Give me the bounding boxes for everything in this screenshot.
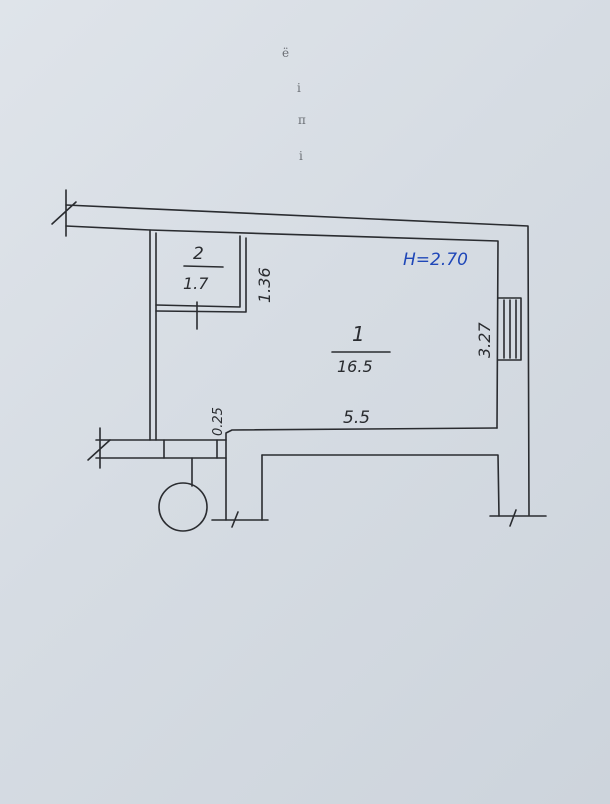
margin-mark: і	[297, 81, 301, 95]
inner-wall-line	[65, 225, 499, 429]
margin-mark: п	[298, 113, 306, 127]
bathroom-wall-inner	[155, 237, 247, 313]
room-1-number: 1	[352, 322, 365, 346]
break-mark	[51, 189, 77, 237]
bottom-wall	[225, 427, 498, 521]
room-1-area: 16.5	[337, 357, 373, 376]
room-2-underline	[183, 265, 224, 268]
room-width-dimension: 3.27	[475, 322, 494, 358]
margin-mark: і	[299, 149, 303, 163]
wall-offset-dimension: 0.25	[211, 407, 226, 436]
corridor-wall	[261, 454, 500, 517]
break-mark	[489, 509, 547, 527]
bath-width-dimension: 1.36	[255, 267, 274, 303]
ceiling-height-label: H=2.70	[403, 250, 468, 270]
entrance-circle	[158, 482, 208, 532]
margin-mark: ё	[282, 46, 289, 60]
break-mark	[87, 427, 111, 469]
outer-wall	[65, 204, 530, 516]
room-length-dimension: 5.5	[343, 408, 370, 428]
bathroom-wall	[155, 235, 241, 308]
margin-marks: ё і п і	[282, 46, 306, 163]
window	[497, 297, 522, 361]
entry-window	[163, 439, 218, 487]
room-2-number: 2	[193, 244, 204, 264]
room-2-area: 1.7	[183, 274, 209, 293]
break-mark	[211, 511, 269, 528]
